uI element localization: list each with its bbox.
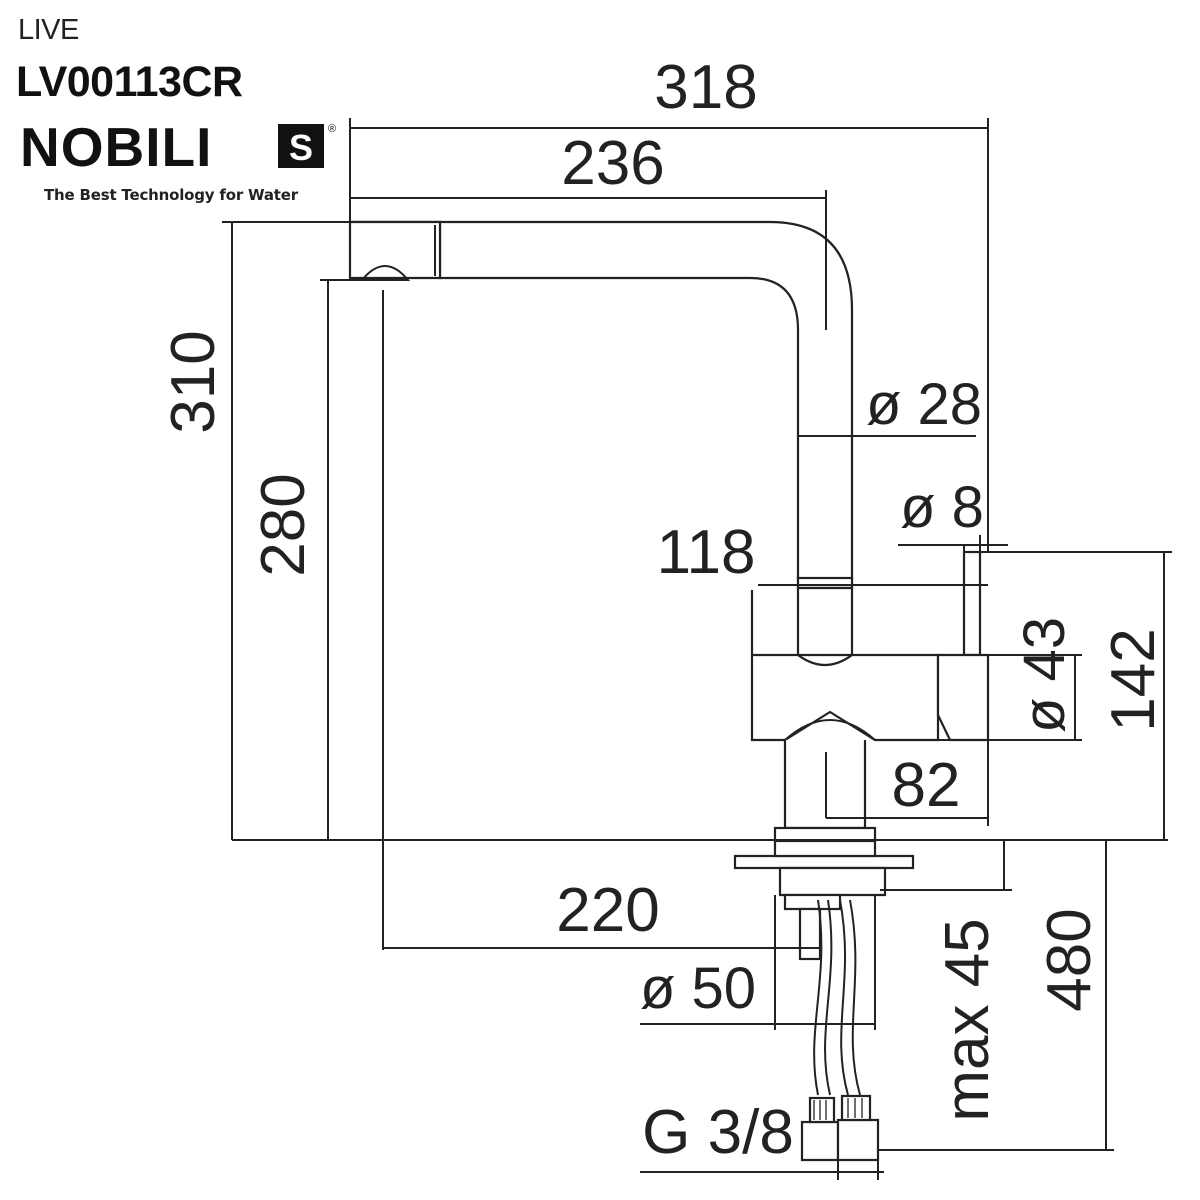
dimension-labels: 318 236 310 280 ø 28 ø 8 118 ø 43 142 82… [159, 53, 1168, 1167]
brand-logo: NOBILI S ® [20, 118, 336, 178]
dim-spout-reach: 236 [561, 129, 664, 198]
aerator [359, 265, 411, 281]
dim-hose-length: 480 [1035, 908, 1104, 1011]
brand-mark: S [289, 127, 313, 168]
hose-right-2 [849, 899, 861, 1096]
registered-mark: ® [328, 123, 336, 135]
threaded-stud [783, 893, 842, 911]
dim-lever-diameter: ø 8 [900, 475, 984, 540]
hose-right [839, 899, 849, 1096]
dimension-lines [222, 118, 1172, 1180]
dim-hole-diameter: ø 50 [640, 956, 756, 1021]
spout-neck [796, 586, 854, 657]
deck-plate [733, 854, 915, 870]
brand-tagline: The Best Technology for Water [44, 186, 298, 204]
fixing-nut [778, 866, 887, 897]
lever [962, 550, 982, 657]
spout-tip [348, 220, 442, 280]
spout-collar [796, 576, 854, 590]
dim-body-diameter: ø 43 [1012, 617, 1077, 733]
dim-lever-height: 142 [1099, 628, 1168, 731]
product-code: LV00113CR [16, 58, 243, 106]
series-name: LIVE [18, 14, 79, 46]
dim-base-height: 82 [892, 751, 961, 820]
header: LIVE LV00113CR NOBILI S ® The Best Techn… [0, 0, 360, 210]
lever-cartridge [936, 653, 990, 742]
dim-spout-height: 280 [249, 473, 318, 576]
dim-total-height: 310 [159, 330, 228, 433]
stud-rod [798, 907, 822, 961]
dim-max-deck: max 45 [933, 918, 1002, 1121]
brand-name: NOBILI [20, 118, 212, 178]
hose-left [813, 899, 823, 1096]
fitting-right [836, 1118, 880, 1162]
fitting-left [800, 1120, 840, 1162]
faucet-outline [348, 220, 990, 1162]
dim-overall-reach: 318 [654, 53, 757, 122]
dim-connection-thread: G 3/8 [642, 1098, 794, 1167]
dim-body-depth: 118 [657, 518, 756, 587]
dim-spout-diameter: ø 28 [866, 372, 982, 437]
brand-mark-box [278, 124, 324, 168]
hose-left-2 [824, 899, 833, 1096]
dim-spout-to-hole: 220 [556, 876, 659, 945]
fixing-flange [773, 839, 877, 858]
